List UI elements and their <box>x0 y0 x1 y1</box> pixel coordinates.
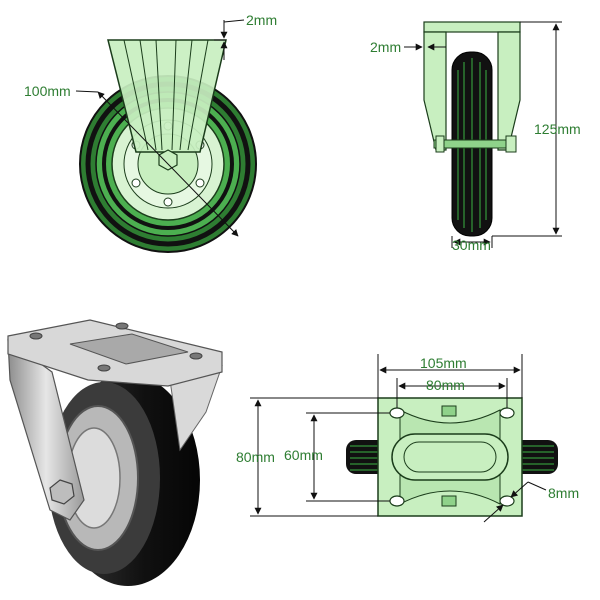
side-view: 2mm 125mm 30mm <box>370 21 581 253</box>
top-hole-spacing-x-label: 80mm <box>426 377 465 393</box>
caster-3d-render <box>7 319 223 586</box>
top-mounting-holes <box>389 407 515 507</box>
top-hole-spacing-y-label: 60mm <box>284 447 323 463</box>
diameter-dimension-line <box>97 91 239 237</box>
top-hole-diameter-label: 8mm <box>548 485 579 501</box>
side-thickness-label: 2mm <box>370 39 401 55</box>
side-fork-right <box>497 31 521 151</box>
front-thickness-label: 2mm <box>246 12 277 28</box>
top-center-slot <box>391 433 509 481</box>
side-height-label: 125mm <box>534 121 581 137</box>
top-plate-depth-label: 80mm <box>236 449 275 465</box>
render-axle-nut <box>49 479 75 505</box>
side-width-label: 30mm <box>452 237 491 253</box>
side-axle <box>433 139 517 149</box>
front-diameter-label: 100mm <box>24 83 71 99</box>
front-axle-nut <box>158 149 178 171</box>
side-fork-left <box>423 31 447 151</box>
side-top-plate <box>423 21 521 33</box>
front-view: 100mm 2mm <box>24 12 277 253</box>
top-view: 105mm 80mm 80mm 60mm 8mm <box>236 354 579 523</box>
top-plate-width-label: 105mm <box>420 355 467 371</box>
render-fork-leg <box>7 338 85 521</box>
